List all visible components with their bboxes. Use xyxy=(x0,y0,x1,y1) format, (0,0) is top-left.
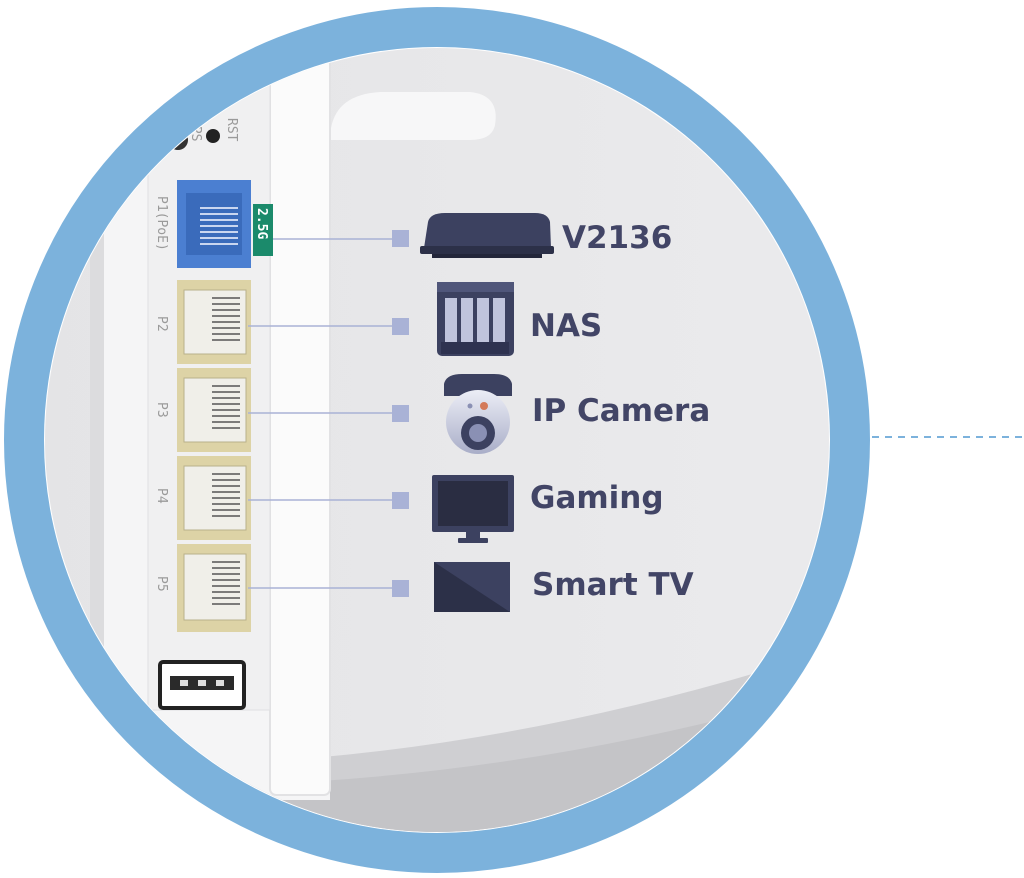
lan-port-p4[interactable] xyxy=(177,456,251,540)
device-label-ip-camera: IP Camera xyxy=(532,393,710,429)
connector-lines xyxy=(248,238,392,589)
router-icon xyxy=(420,213,554,258)
device-label-gaming: Gaming xyxy=(530,480,664,516)
usb-port[interactable] xyxy=(158,660,246,710)
p1-label: P1(PoE) xyxy=(154,196,169,251)
p2-label: P2 xyxy=(154,316,169,332)
reflection-shape xyxy=(330,92,496,140)
speed-badge-label: 2.5G xyxy=(254,208,269,239)
monitor-icon xyxy=(432,475,514,543)
nas-icon xyxy=(437,282,514,356)
speed-badge xyxy=(253,204,273,256)
p1-port-pins xyxy=(200,207,238,245)
device-label-v2136: V2136 xyxy=(562,220,672,256)
p5-label: P5 xyxy=(154,576,169,592)
lan-port-p3[interactable] xyxy=(177,368,251,452)
p1-port-socket xyxy=(186,193,242,255)
p3-label: P3 xyxy=(154,402,169,418)
p4-label: P4 xyxy=(154,488,169,504)
device-label-nas: NAS xyxy=(530,308,602,344)
connector-nodes xyxy=(392,230,409,597)
lan-port-p5[interactable] xyxy=(177,544,251,632)
rst-label: RST xyxy=(224,118,239,142)
device-side-panel xyxy=(269,54,331,796)
camera-icon xyxy=(444,374,512,454)
tv-icon xyxy=(434,562,510,612)
lan-port-p2[interactable] xyxy=(177,280,251,364)
device-label-smart-tv: Smart TV xyxy=(532,567,694,603)
rst-button[interactable] xyxy=(206,129,220,143)
